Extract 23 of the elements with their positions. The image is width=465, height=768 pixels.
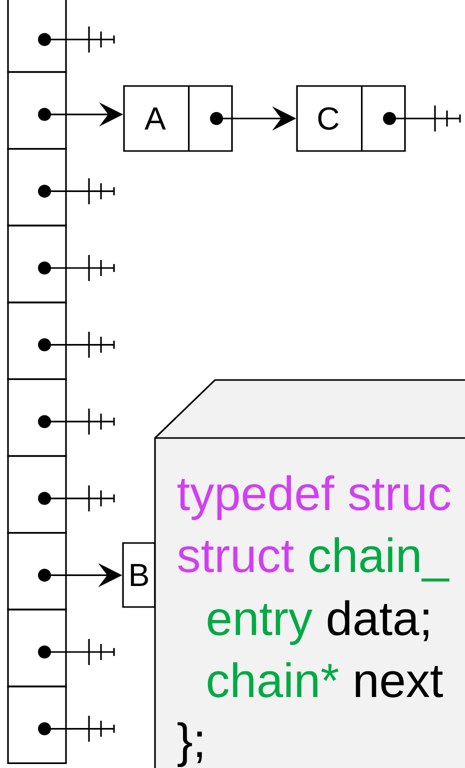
array-cell — [7, 686, 67, 764]
null-pointer — [383, 104, 461, 132]
array-cell — [7, 224, 67, 304]
list-node-box: B — [122, 542, 156, 608]
array-cell — [7, 378, 67, 457]
array-cell — [7, 608, 67, 688]
list-node-box: C — [296, 85, 406, 152]
null-pointer — [38, 331, 115, 359]
array-cell — [7, 148, 67, 226]
array-cell — [7, 532, 67, 610]
null-pointer — [38, 715, 115, 743]
null-pointer — [38, 638, 115, 666]
null-pointer — [38, 254, 115, 282]
array-cell — [7, 0, 67, 73]
array-cell — [7, 302, 67, 380]
array-cell — [7, 71, 67, 150]
code-card: typedef struc struct chain_ entry data; chain* next }; — [154, 379, 465, 768]
null-pointer — [38, 408, 115, 436]
null-pointer — [38, 26, 115, 54]
list-node-box: A — [123, 85, 233, 152]
array-cell — [7, 455, 67, 534]
null-pointer — [38, 177, 115, 205]
null-pointer — [38, 484, 115, 512]
